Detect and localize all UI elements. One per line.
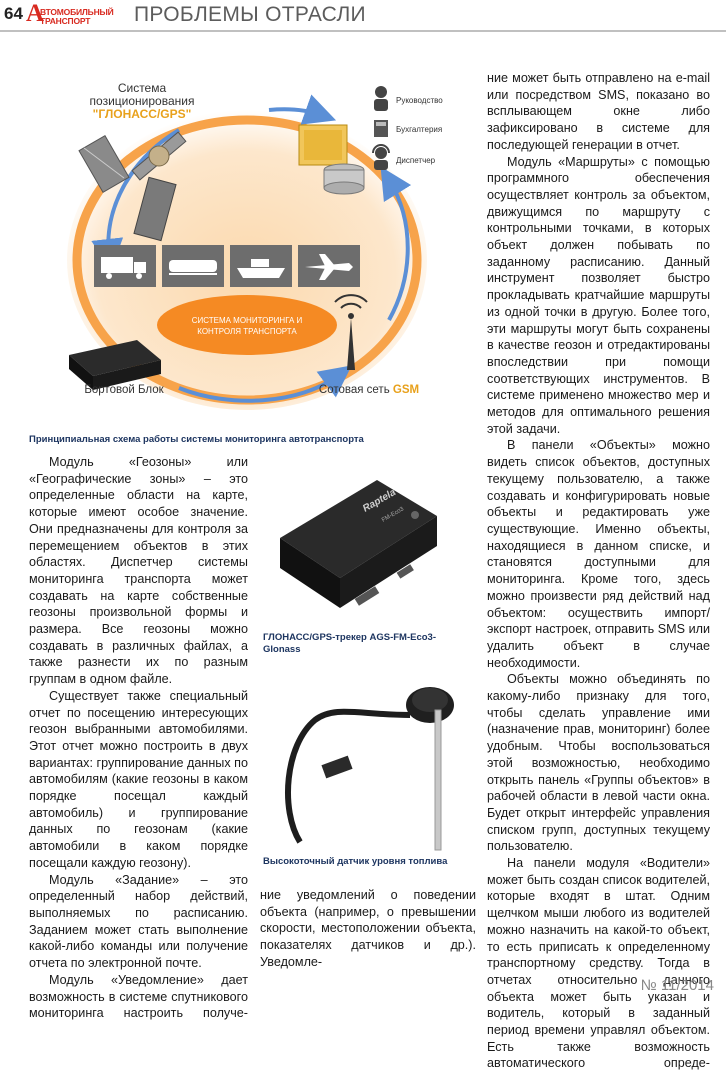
role-management: Руководство	[396, 96, 443, 105]
sensor-graphic	[285, 687, 454, 851]
satellite-icon	[78, 131, 187, 242]
page-header: 64 А ВТОМОБИЛЬНЫЙ ТРАНСПОРТ ПРОБЛЕМЫ ОТР…	[0, 0, 726, 30]
role-dispatcher: Диспетчер	[396, 156, 436, 165]
issue-number: № 11/2014	[640, 977, 714, 994]
tracker-graphic: Raptela FM-Eco3	[280, 480, 437, 608]
logo-letter: А	[26, 0, 45, 27]
logo-line-1: ВТОМОБИЛЬНЫЙ	[40, 7, 114, 17]
server-icon	[298, 124, 365, 195]
cell-tower-icon	[334, 294, 368, 370]
center-label-1: СИСТЕМА МОНИТОРИНГА И	[191, 316, 303, 325]
monitoring-diagram: Система позиционирования "ГЛОНАСС/GPS" Р…	[29, 70, 466, 430]
arrow-right-up	[380, 166, 412, 321]
arrow-bottom	[178, 365, 352, 403]
gsm-label: GSM	[392, 384, 420, 396]
calculator-icon	[374, 120, 388, 137]
ship-icon	[237, 259, 285, 278]
sensor-caption: Высокоточный датчик уровня топлива	[263, 856, 448, 867]
paragraph-groups: Объекты можно объединять по какому-либо …	[487, 672, 710, 854]
train-icon	[169, 260, 217, 275]
diagram-graphic	[67, 86, 427, 410]
paragraph-task: Модуль «Задание» – это определенный набо…	[29, 872, 248, 971]
page-number: 64	[4, 4, 23, 23]
paragraph-drivers: На панели модуля «Водители» может быть с…	[487, 856, 710, 1071]
headset-person-icon	[372, 144, 390, 170]
cell-network-label: Сотовая сеть GSM	[279, 384, 459, 397]
diagram-caption: Принципиальная схема работы системы мони…	[29, 434, 364, 445]
system-label-2: позиционирования	[89, 94, 195, 108]
paragraph-notification-cont: ние уведомлений о поведении объекта (нап…	[260, 888, 476, 969]
system-label-1: Система	[117, 81, 167, 95]
truck-icon	[101, 257, 146, 279]
middle-column: ние уведомлений о поведении объекта (нап…	[260, 887, 476, 971]
paragraph-objects: В панели «Объекты» можно видеть список о…	[487, 438, 710, 670]
center-label-2: КОНТРОЛЯ ТРАНСПОРТА	[197, 327, 297, 336]
header-divider	[0, 30, 726, 32]
fuel-sensor-image	[265, 660, 455, 855]
center-ellipse	[157, 295, 337, 355]
arrow-top	[268, 94, 337, 125]
paragraph-geozone-report: Существует также специальный отчет по по…	[29, 688, 248, 870]
onboard-label: Бортовой Блок	[84, 384, 164, 396]
logo-line-2: ТРАНСПОРТ	[40, 16, 91, 26]
section-title: ПРОБЛЕМЫ ОТРАСЛИ	[134, 3, 366, 26]
system-label-3: "ГЛОНАСС/GPS"	[92, 107, 192, 121]
paragraph-routes: Модуль «Маршруты» с помощью программного…	[487, 154, 710, 436]
magazine-logo: А ВТОМОБИЛЬНЫЙ ТРАНСПОРТ	[26, 0, 116, 27]
arrow-left-down	[91, 128, 181, 271]
paragraph-geozones: Модуль «Геозоны» или «Географические зон…	[29, 455, 248, 687]
person-manager-icon	[374, 86, 388, 111]
right-column: ние может быть отправлено на e-mail или …	[487, 70, 710, 1072]
tracker-image: Raptela FM-Eco3	[265, 460, 445, 630]
left-column: Модуль «Геозоны» или «Географические зон…	[29, 454, 248, 1022]
cell-label-text: Сотовая сеть	[318, 384, 390, 396]
onboard-unit-icon	[69, 340, 161, 390]
paragraph-notification-end: ние может быть отправлено на e-mail или …	[487, 71, 710, 152]
tracker-caption: ГЛОНАСС/GPS-трекер AGS-FM-Eco3-Glonass	[263, 632, 436, 655]
plane-icon	[305, 254, 353, 280]
paragraph-notification: Модуль «Уведомление» дает возможность в …	[29, 972, 248, 1021]
role-accounting: Бухгалтерия	[396, 125, 443, 134]
